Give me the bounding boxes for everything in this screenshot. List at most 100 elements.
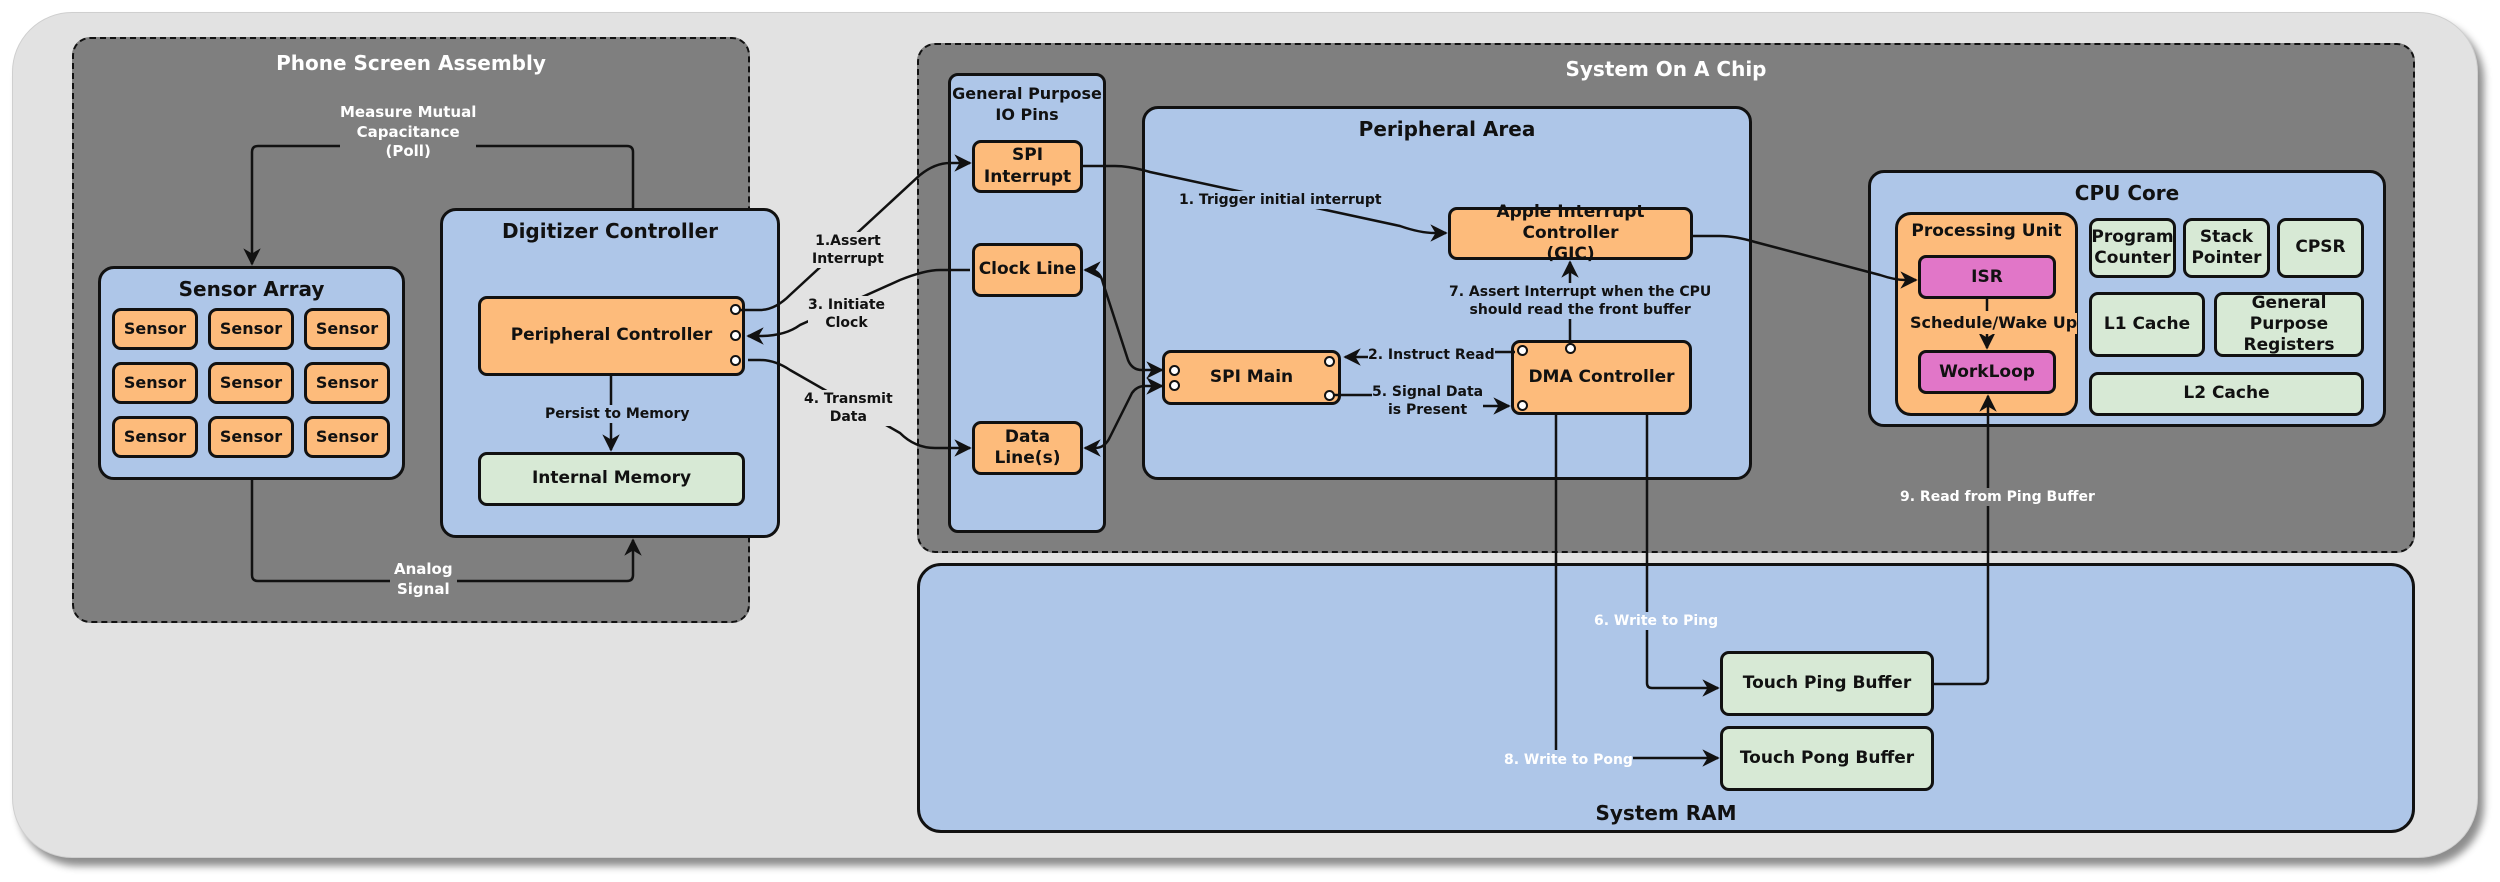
- gpio-title: General Purpose IO Pins: [951, 84, 1103, 126]
- dma-controller[interactable]: DMA Controller: [1511, 340, 1692, 415]
- measure-line-3: (Poll): [385, 142, 431, 160]
- sensor-label: Sensor: [123, 373, 187, 392]
- sensor-label: Sensor: [123, 319, 187, 338]
- signal-data-line-2: is Present: [1387, 402, 1468, 419]
- isr-label: ISR: [1971, 267, 2003, 287]
- pong-buffer-label: Touch Pong Buffer: [1739, 747, 1915, 768]
- trigger-interrupt-label: 1. Trigger initial interrupt: [1176, 191, 1385, 210]
- touch-ping-buffer[interactable]: Touch Ping Buffer: [1720, 651, 1934, 716]
- workloop[interactable]: WorkLoop: [1918, 350, 2056, 394]
- touch-pong-buffer[interactable]: Touch Pong Buffer: [1720, 726, 1934, 791]
- spi-main-port-in-1: [1169, 365, 1180, 376]
- cpsr[interactable]: CPSR: [2277, 218, 2364, 278]
- dma-port-2: [1565, 343, 1576, 354]
- peripheral-controller-port-2: [730, 330, 741, 341]
- data-lines-pin[interactable]: Data Line(s): [972, 421, 1083, 475]
- dma-port-1: [1517, 345, 1528, 356]
- cpsr-label: CPSR: [2295, 237, 2346, 258]
- sensor[interactable]: Sensor: [112, 362, 198, 404]
- initiate-clock-line-2: Clock: [825, 315, 868, 332]
- sensor[interactable]: Sensor: [208, 416, 294, 458]
- initiate-clock-line-1: 3. Initiate: [808, 297, 886, 313]
- workloop-label: WorkLoop: [1939, 362, 2035, 382]
- write-pong-label: 8. Write to Pong: [1504, 751, 1633, 770]
- gpio-title-line-2: IO Pins: [995, 104, 1059, 124]
- clock-line-pin[interactable]: Clock Line: [972, 243, 1083, 297]
- program-counter[interactable]: Program Counter: [2089, 218, 2176, 278]
- write-ping-label: 6. Write to Ping: [1594, 612, 1719, 631]
- stack-pointer-line-1: Stack: [2199, 226, 2254, 247]
- ping-buffer-label: Touch Ping Buffer: [1742, 672, 1912, 693]
- dma-port-3: [1517, 400, 1528, 411]
- l2-cache-label: L2 Cache: [2183, 383, 2270, 404]
- system-ram: System RAM: [917, 563, 2415, 833]
- program-counter-line-1: Program: [2091, 226, 2174, 247]
- sensor[interactable]: Sensor: [304, 362, 390, 404]
- peripheral-controller-port-1: [730, 304, 741, 315]
- sensor[interactable]: Sensor: [112, 308, 198, 350]
- assert-interrupt-line-1: 1.Assert: [815, 233, 881, 249]
- general-purpose-registers[interactable]: General Purpose Registers: [2214, 292, 2364, 357]
- stack-pointer[interactable]: Stack Pointer: [2183, 218, 2270, 278]
- program-counter-line-2: Counter: [2094, 248, 2171, 268]
- signal-data-label: 5. Signal Data is Present: [1372, 383, 1484, 420]
- analog-line-1: Analog: [394, 560, 453, 578]
- spi-main[interactable]: SPI Main: [1162, 350, 1341, 405]
- l1-cache[interactable]: L1 Cache: [2089, 292, 2205, 357]
- l2-cache[interactable]: L2 Cache: [2089, 372, 2364, 416]
- sensor-label: Sensor: [315, 427, 379, 446]
- sensor-array-title: Sensor Array: [178, 277, 325, 301]
- spi-interrupt-pin[interactable]: SPI Interrupt: [972, 140, 1083, 193]
- read-ping-label: 9. Read from Ping Buffer: [1900, 488, 2095, 507]
- spi-main-port-in-2: [1169, 380, 1180, 391]
- analog-line-2: Signal: [396, 579, 450, 598]
- spi-main-label: SPI Main: [1209, 366, 1294, 387]
- isr[interactable]: ISR: [1918, 255, 2056, 299]
- assert-cpu-line-2: should read the front buffer: [1469, 302, 1691, 319]
- sensor-label: Sensor: [219, 427, 283, 446]
- internal-memory-label: Internal Memory: [531, 468, 692, 489]
- gpio-title-line-1: General Purpose: [952, 84, 1102, 103]
- spi-interrupt-line-2: Interrupt: [983, 166, 1072, 187]
- internal-memory[interactable]: Internal Memory: [478, 452, 745, 506]
- sensor[interactable]: Sensor: [304, 308, 390, 350]
- sensor[interactable]: Sensor: [208, 308, 294, 350]
- persist-memory-label: Persist to Memory: [545, 405, 690, 424]
- system-ram-title: System RAM: [1595, 801, 1737, 825]
- digitizer-controller-title: Digitizer Controller: [501, 219, 719, 243]
- assert-cpu-label: 7. Assert Interrupt when the CPU should …: [1449, 283, 1712, 320]
- sensor[interactable]: Sensor: [112, 416, 198, 458]
- gic-line-1: Apple Interrupt Controller: [1496, 201, 1645, 243]
- peripheral-controller[interactable]: Peripheral Controller: [478, 296, 745, 376]
- l1-cache-label: L1 Cache: [2103, 313, 2191, 334]
- dma-controller-label: DMA Controller: [1528, 366, 1675, 387]
- analog-signal-label: Analog Signal: [390, 560, 457, 599]
- cpu-core-title: CPU Core: [2074, 181, 2180, 205]
- sensor-label: Sensor: [219, 373, 283, 392]
- phone-screen-assembly-title: Phone Screen Assembly: [276, 51, 546, 75]
- spi-main-port-out-1: [1324, 356, 1335, 367]
- gp-registers-line-1: General Purpose: [2249, 292, 2329, 334]
- peripheral-controller-label: Peripheral Controller: [510, 325, 713, 346]
- data-lines-label: Data Line(s): [994, 426, 1061, 468]
- gp-registers-line-2: Registers: [2243, 335, 2335, 356]
- instruct-read-label: 2. Instruct Read: [1368, 346, 1495, 365]
- apple-interrupt-controller[interactable]: Apple Interrupt Controller (GIC): [1448, 202, 1693, 264]
- sensor[interactable]: Sensor: [208, 362, 294, 404]
- initiate-clock-label: 3. Initiate Clock: [808, 296, 886, 333]
- measure-line-1: Measure Mutual: [340, 103, 477, 121]
- measure-capacitance-label: Measure Mutual Capacitance (Poll): [340, 103, 477, 162]
- processing-unit-title: Processing Unit: [1911, 221, 2062, 241]
- transmit-data-line-1: 4. Transmit: [804, 391, 893, 407]
- sensor[interactable]: Sensor: [304, 416, 390, 458]
- assert-interrupt-line-2: Interrupt: [812, 251, 884, 268]
- sensor-label: Sensor: [219, 319, 283, 338]
- signal-data-line-1: 5. Signal Data: [1372, 384, 1484, 400]
- spi-interrupt-line-1: SPI: [1011, 145, 1044, 166]
- gic-line-2: (GIC): [1546, 244, 1595, 265]
- transmit-data-line-2: Data: [829, 409, 867, 426]
- transmit-data-label: 4. Transmit Data: [804, 390, 893, 427]
- measure-line-2: Capacitance: [356, 122, 460, 141]
- spi-main-port-out-2: [1324, 390, 1335, 401]
- schedule-wakeup-label: Schedule/Wake Up: [1910, 313, 2078, 334]
